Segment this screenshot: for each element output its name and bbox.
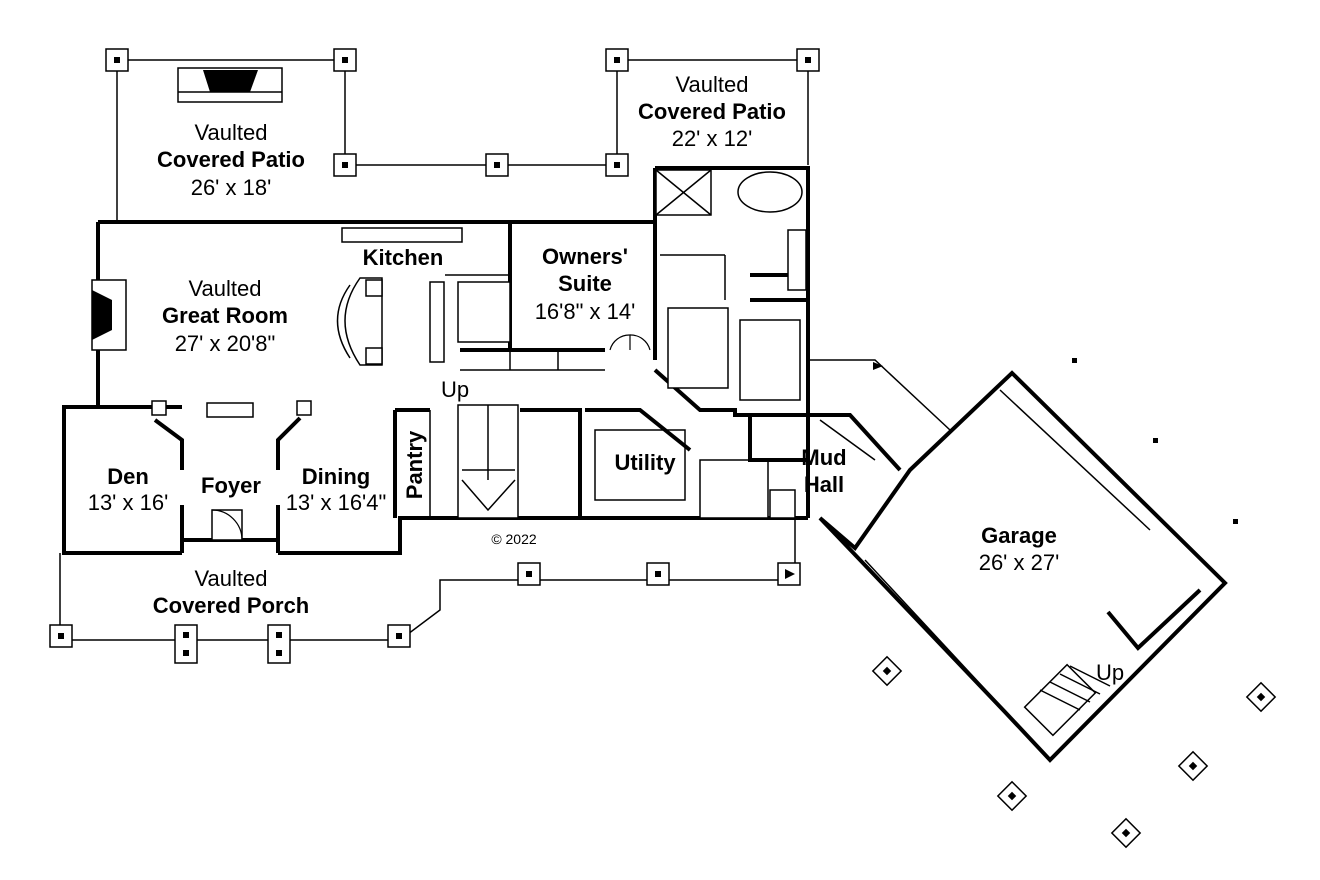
garage-dims: 26' x 27' xyxy=(979,550,1060,575)
mud-hall-line1: Mud xyxy=(801,445,846,470)
patio-right-line1: Vaulted xyxy=(676,72,749,97)
owners-doors xyxy=(609,334,651,351)
house-exterior-walls xyxy=(62,166,810,555)
owners-suite-dims: 16'8" x 14' xyxy=(535,299,636,324)
utility-label: Utility xyxy=(614,450,676,475)
patio-posts xyxy=(105,48,820,177)
kitchen-label: Kitchen xyxy=(363,245,444,270)
pantry-label: Pantry xyxy=(402,430,427,499)
porch-line1: Vaulted xyxy=(195,566,268,591)
foyer-label: Foyer xyxy=(201,473,261,498)
mud-hall-line2: Hall xyxy=(804,472,844,497)
garage-diamond-posts xyxy=(871,358,1277,849)
owners-suite-line2: Suite xyxy=(558,271,612,296)
patio-left-dims: 26' x 18' xyxy=(191,175,272,200)
interior-walls xyxy=(98,169,902,553)
entry-door xyxy=(211,509,243,541)
patio-right-dims: 22' x 12' xyxy=(672,126,753,151)
garage-label: Garage xyxy=(981,523,1057,548)
great-room-line2: Great Room xyxy=(162,303,288,328)
patio-left-line1: Vaulted xyxy=(195,120,268,145)
porch-line2: Covered Porch xyxy=(153,593,310,618)
great-room-fixture xyxy=(206,402,254,418)
owners-suite-line1: Owners' xyxy=(542,244,628,269)
copyright: © 2022 xyxy=(491,531,537,547)
porch-posts xyxy=(49,562,801,664)
patio-fireplace xyxy=(177,67,283,103)
great-room-line1: Vaulted xyxy=(189,276,262,301)
dining-label: Dining xyxy=(302,464,370,489)
column xyxy=(296,400,312,416)
porch-outline xyxy=(59,518,796,641)
garage-walls xyxy=(818,370,1228,763)
kitchen-counter xyxy=(336,227,463,366)
dining-dims: 13' x 16'4" xyxy=(286,490,387,515)
great-room-dims: 27' x 20'8" xyxy=(175,331,276,356)
column xyxy=(151,400,167,416)
patio-right-line2: Covered Patio xyxy=(638,99,786,124)
great-room-fireplace xyxy=(91,279,127,351)
patio-left-line2: Covered Patio xyxy=(157,147,305,172)
garage-stair-up-label: Up xyxy=(1096,660,1124,685)
den-label: Den xyxy=(107,464,149,489)
garage-approach xyxy=(808,359,951,431)
den-dims: 13' x 16' xyxy=(88,490,169,515)
main-stair-up-label: Up xyxy=(441,377,469,402)
